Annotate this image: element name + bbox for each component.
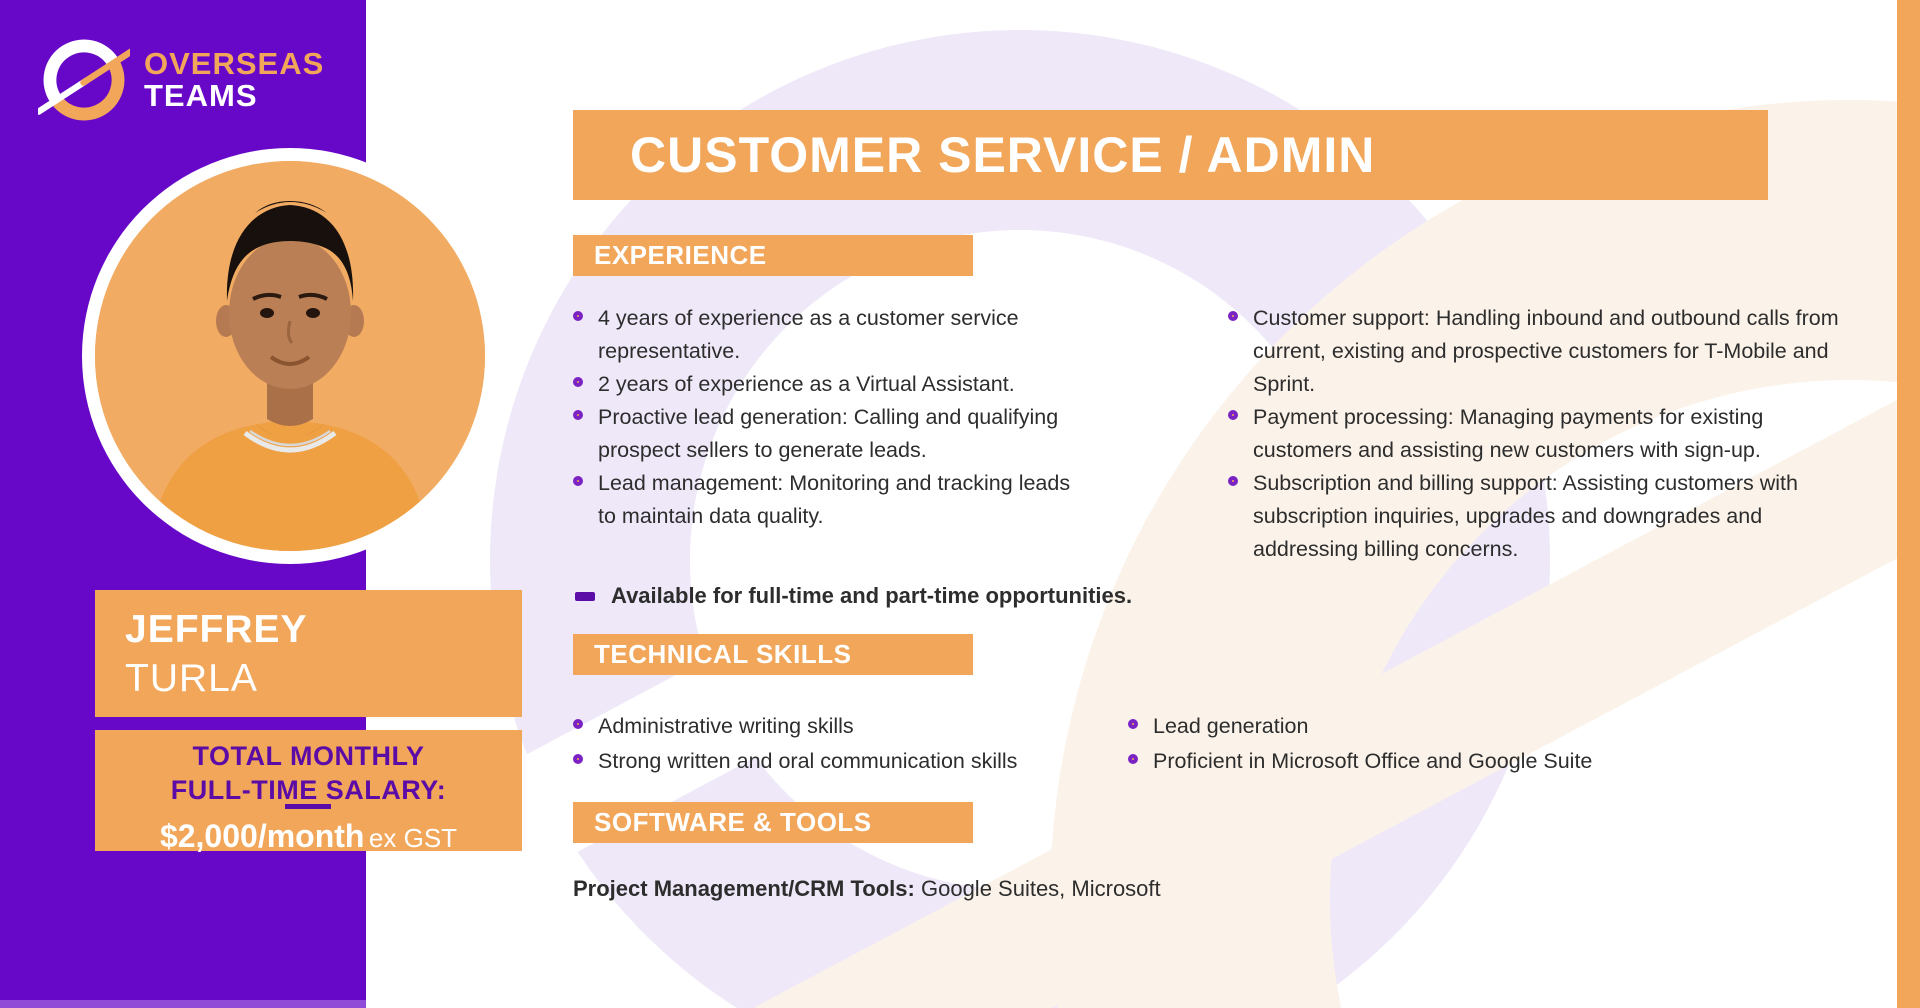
availability-note: Available for full-time and part-time op… xyxy=(575,583,1132,609)
salary-suffix: ex GST xyxy=(369,823,457,853)
list-item: 2 years of experience as a Virtual Assis… xyxy=(573,368,1088,401)
brand-wordmark: OVERSEAS TEAMS xyxy=(144,48,324,111)
role-title: CUSTOMER SERVICE / ADMIN xyxy=(630,127,1376,183)
role-title-bar: CUSTOMER SERVICE / ADMIN xyxy=(573,110,1768,200)
brand-logo: OVERSEAS TEAMS xyxy=(38,34,324,126)
brand-line2: TEAMS xyxy=(144,78,258,113)
bullet-icon xyxy=(573,410,583,420)
technical-skills-section-header: TECHNICAL SKILLS xyxy=(573,634,973,675)
candidate-name-box: JEFFREY TURLA xyxy=(95,590,522,717)
experience-item: Lead management: Monitoring and tracking… xyxy=(598,471,1071,528)
software-tools-value: Google Suites, Microsoft xyxy=(921,876,1161,901)
experience-item: Subscription and billing support: Assist… xyxy=(1253,471,1798,561)
right-edge-strip xyxy=(1897,0,1920,1008)
experience-item: 4 years of experience as a customer serv… xyxy=(598,306,1019,363)
list-item: Strong written and oral communication sk… xyxy=(573,745,1118,778)
experience-section-header: EXPERIENCE xyxy=(573,235,973,276)
candidate-portrait xyxy=(95,161,485,551)
software-tools-section-header: SOFTWARE & TOOLS xyxy=(573,802,973,843)
experience-list-left: 4 years of experience as a customer serv… xyxy=(573,302,1088,533)
bullet-icon xyxy=(573,377,583,387)
salary-underline xyxy=(285,804,331,809)
skill-item: Proficient in Microsoft Office and Googl… xyxy=(1153,749,1593,773)
overseas-teams-logo-icon xyxy=(38,39,130,121)
list-item: Administrative writing skills xyxy=(573,710,1118,743)
skills-list-right: Lead generation Proficient in Microsoft … xyxy=(1128,710,1768,780)
bullet-icon xyxy=(1228,311,1238,321)
availability-text: Available for full-time and part-time op… xyxy=(611,583,1133,608)
sidebar-bottom-accent xyxy=(0,1000,366,1008)
experience-item: Proactive lead generation: Calling and q… xyxy=(598,405,1059,462)
candidate-photo xyxy=(82,148,498,564)
salary-suffix-text: ex GST xyxy=(368,822,458,853)
candidate-last-name: TURLA xyxy=(125,656,258,700)
list-item: Customer support: Handling inbound and o… xyxy=(1228,302,1853,401)
experience-item: 2 years of experience as a Virtual Assis… xyxy=(598,372,1015,396)
experience-section-title: EXPERIENCE xyxy=(594,240,767,270)
salary-amount-row: $2,000/month ex GST xyxy=(95,818,522,855)
bullet-icon xyxy=(573,719,583,729)
software-tools-label: Project Management/CRM Tools: xyxy=(573,876,915,901)
list-item: Lead management: Monitoring and tracking… xyxy=(573,467,1088,533)
technical-skills-section-title: TECHNICAL SKILLS xyxy=(594,639,852,669)
list-item: Payment processing: Managing payments fo… xyxy=(1228,401,1853,467)
skill-item: Administrative writing skills xyxy=(598,714,854,738)
experience-item: Payment processing: Managing payments fo… xyxy=(1253,405,1764,462)
salary-label-line2: FULL-TIME SALARY: xyxy=(170,774,447,805)
software-tools-line: Project Management/CRM Tools: Google Sui… xyxy=(573,876,1161,902)
candidate-first-name: JEFFREY xyxy=(125,608,308,651)
experience-list-right: Customer support: Handling inbound and o… xyxy=(1228,302,1853,566)
salary-label-line1: TOTAL MONTHLY xyxy=(192,741,425,771)
bullet-icon xyxy=(1228,476,1238,486)
brand-line1: OVERSEAS xyxy=(144,46,325,82)
list-item: Subscription and billing support: Assist… xyxy=(1228,467,1853,566)
salary-amount: $2,000/month xyxy=(159,817,365,854)
skill-item: Lead generation xyxy=(1153,714,1309,738)
software-tools-section-title: SOFTWARE & TOOLS xyxy=(594,807,872,837)
list-item: Proactive lead generation: Calling and q… xyxy=(573,401,1088,467)
skill-item: Strong written and oral communication sk… xyxy=(598,749,1018,773)
bullet-icon xyxy=(1128,754,1138,764)
software-tools-value-text: Google Suites, Microsoft xyxy=(920,876,1161,901)
bullet-icon xyxy=(1228,410,1238,420)
bullet-icon xyxy=(573,754,583,764)
list-item: Proficient in Microsoft Office and Googl… xyxy=(1128,745,1768,778)
bullet-icon xyxy=(573,311,583,321)
list-item: Lead generation xyxy=(1128,710,1768,743)
bullet-icon xyxy=(573,476,583,486)
skills-list-left: Administrative writing skills Strong wri… xyxy=(573,710,1118,780)
bullet-icon xyxy=(1128,719,1138,729)
dash-marker-icon xyxy=(575,591,595,601)
salary-box: TOTAL MONTHLY FULL-TIME SALARY: $2,000/m… xyxy=(95,730,522,854)
experience-item: Customer support: Handling inbound and o… xyxy=(1253,306,1839,396)
list-item: 4 years of experience as a customer serv… xyxy=(573,302,1088,368)
